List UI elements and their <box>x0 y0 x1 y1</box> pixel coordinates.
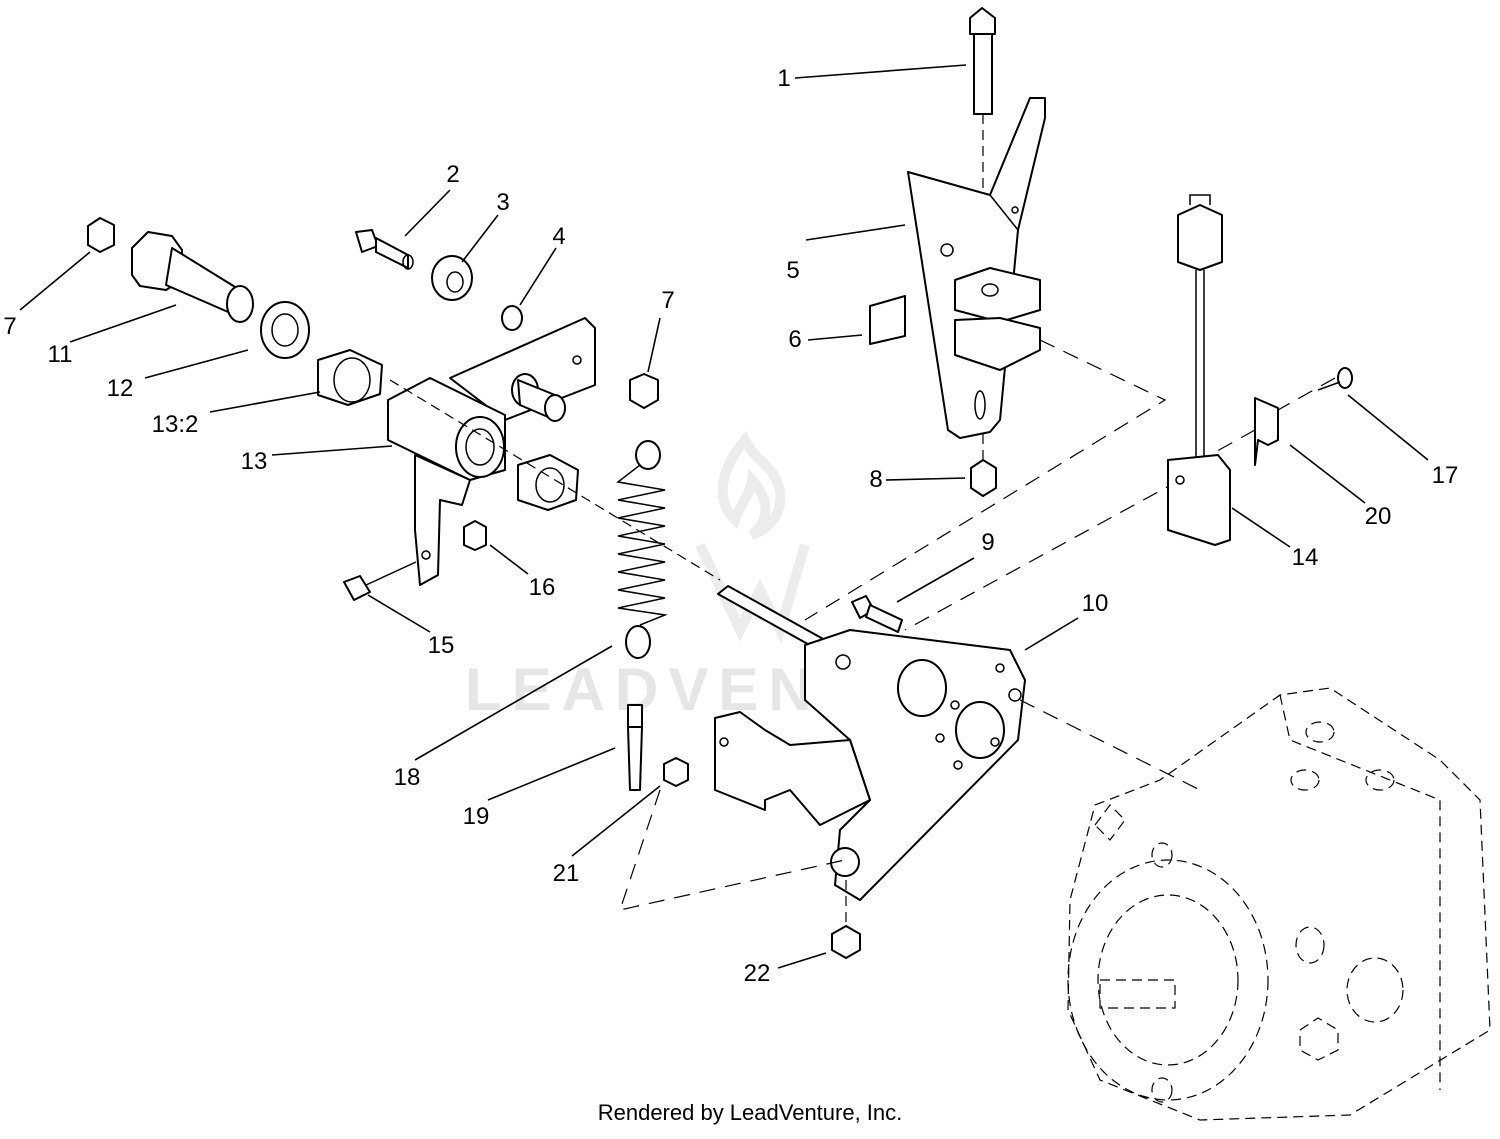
callout-14: 14 <box>1292 544 1319 571</box>
rod-part <box>627 704 643 791</box>
callout-20: 20 <box>1365 503 1392 530</box>
nut-part-right <box>629 373 659 409</box>
alignment-line-c <box>1209 429 1256 456</box>
bushing-part <box>317 349 383 406</box>
callout-19: 19 <box>463 803 490 830</box>
bolt-part-lower <box>343 561 417 601</box>
callout-12: 12 <box>107 375 134 402</box>
callout-5: 5 <box>786 257 799 284</box>
pad-part <box>869 295 906 345</box>
bolt-part-9 <box>851 595 903 633</box>
callout-16: 16 <box>529 574 556 601</box>
pin-part <box>511 373 566 422</box>
switch-part <box>1167 194 1231 546</box>
callout-21: 21 <box>553 860 580 887</box>
callout-3: 3 <box>496 189 509 216</box>
mount-bracket-part <box>907 97 1046 439</box>
clip-part <box>1254 397 1279 466</box>
pivot-bolt-part <box>131 231 254 323</box>
pump-reference <box>1067 687 1491 1121</box>
nut-part-left <box>87 217 115 253</box>
plate-part <box>714 629 1026 901</box>
callout-15: 15 <box>428 632 455 659</box>
lever-part <box>387 317 596 586</box>
callout-13: 13 <box>241 448 268 475</box>
screw-part <box>1317 367 1353 391</box>
spring-part <box>616 440 668 659</box>
alignment-line-f <box>1019 699 1201 791</box>
callout-18: 18 <box>394 764 421 791</box>
callout-13-2: 13:2 <box>152 411 199 438</box>
washer-part <box>260 301 310 359</box>
credit-text: Rendered by LeadVenture, Inc. <box>597 1100 903 1125</box>
bolt-part <box>969 7 996 115</box>
alignment-line-d <box>1277 377 1336 411</box>
callout-22: 22 <box>744 960 771 987</box>
callout-10: 10 <box>1082 590 1109 617</box>
callout-9: 9 <box>981 529 994 556</box>
callout-2: 2 <box>446 161 459 188</box>
leader-lines <box>19 64 1429 969</box>
callout-7-left: 7 <box>3 313 16 340</box>
lever-axis <box>389 379 721 581</box>
alignment-line-a <box>804 339 1167 621</box>
bushing-part-b <box>517 454 579 511</box>
callout-11: 11 <box>48 341 73 368</box>
callout-1: 1 <box>777 65 790 92</box>
callout-17: 17 <box>1432 462 1459 489</box>
nut-part <box>970 459 997 497</box>
bolt-part-small <box>355 229 414 270</box>
spacer-part <box>431 255 473 301</box>
watermark-logo-icon <box>695 430 810 644</box>
nut-part-22 <box>831 925 861 959</box>
nut-part-21 <box>663 757 689 787</box>
alignment-line-b <box>904 479 1181 631</box>
ring-part <box>501 305 523 331</box>
nut-part-lower <box>463 520 487 551</box>
callout-4: 4 <box>552 223 565 250</box>
callout-6: 6 <box>788 326 801 353</box>
callout-8: 8 <box>869 466 882 493</box>
callout-7-right: 7 <box>661 287 674 314</box>
